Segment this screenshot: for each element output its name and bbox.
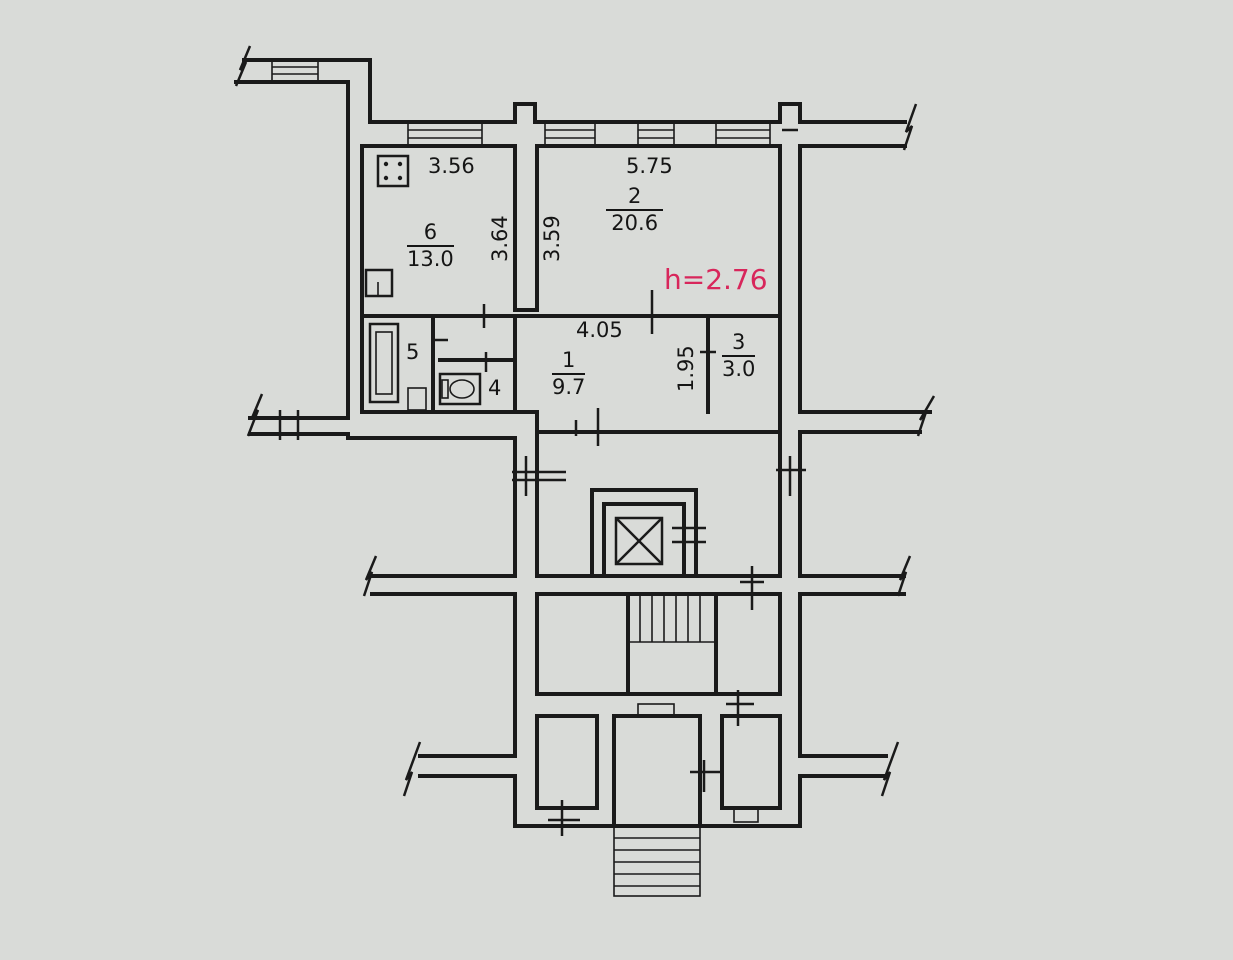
room6-depth-label: 3.64 [488,215,512,262]
room2-label: 2 20.6 [606,186,664,235]
elevator-shaft-icon [614,516,664,566]
room2-width-label: 5.75 [626,154,673,178]
room3-number: 3 [722,332,756,357]
room6-number: 6 [407,222,454,247]
room1-width-label: 4.05 [576,318,623,342]
room2-area: 20.6 [611,211,659,235]
stairwell-door-marks [512,456,806,836]
room5-label: 5 [406,340,420,364]
toilet-icon [438,372,482,406]
room6-label: 6 13.0 [407,222,454,270]
stairs-icon [614,594,759,887]
room1-number: 1 [552,350,586,375]
room3-area: 3.0 [722,357,756,381]
bathtub-icon [368,322,427,411]
room6-width-label: 3.56 [428,154,475,178]
sink-icon [364,268,394,298]
door-marks [278,128,798,446]
windows [271,59,771,147]
room4-label: 4 [488,376,502,400]
wall-break-marks [234,45,936,797]
room2-depth-label: 3.59 [540,215,564,262]
stairwell-walls [370,430,906,897]
ceiling-height: h=2.76 [664,263,768,296]
room6-area: 13.0 [407,247,454,271]
room1-depth-label: 1.95 [674,345,698,392]
room1-label: 1 9.7 [552,350,586,399]
room2-number: 2 [606,186,664,211]
room1-area: 9.7 [552,375,586,399]
stove-icon [376,154,410,188]
room3-label: 3 3.0 [722,332,756,381]
